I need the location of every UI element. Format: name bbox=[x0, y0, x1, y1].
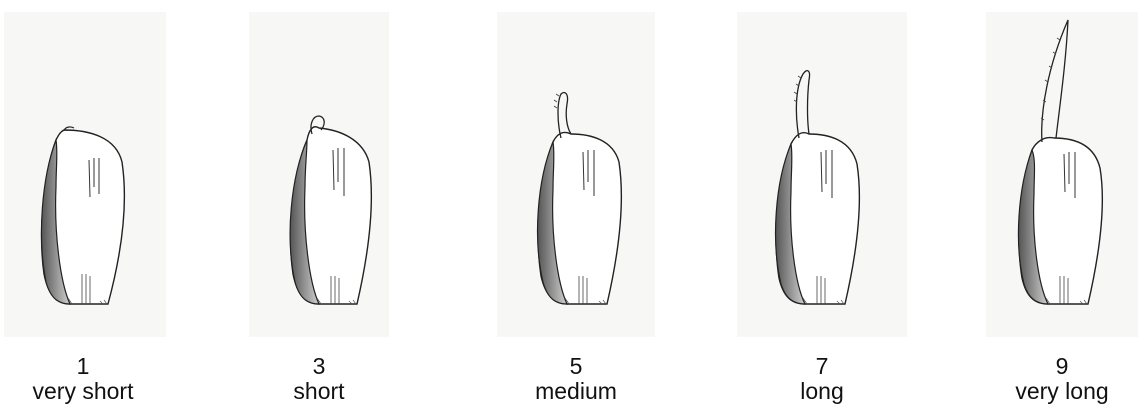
stage-very-short: 1 very short bbox=[0, 0, 230, 418]
stage-medium: 5 medium bbox=[494, 0, 724, 418]
grain-illustration bbox=[737, 12, 907, 337]
stage-score: 7 bbox=[737, 354, 907, 379]
stage-caption: 9 very long bbox=[984, 354, 1140, 404]
stage-label: long bbox=[737, 379, 907, 404]
grain-illustration bbox=[497, 12, 655, 337]
stage-label: medium bbox=[494, 379, 658, 404]
grain-illustration bbox=[249, 12, 389, 337]
stage-score: 5 bbox=[494, 354, 658, 379]
stage-label: very long bbox=[984, 379, 1140, 404]
grain-short-drawing bbox=[249, 12, 389, 337]
stage-label: very short bbox=[0, 379, 166, 404]
stage-caption: 3 short bbox=[246, 354, 392, 404]
grain-very-long-drawing bbox=[986, 12, 1138, 337]
stage-caption: 5 medium bbox=[494, 354, 658, 404]
stage-caption: 7 long bbox=[737, 354, 907, 404]
grain-medium-drawing bbox=[497, 12, 655, 337]
stage-score: 9 bbox=[984, 354, 1140, 379]
grain-illustration bbox=[4, 12, 166, 337]
stage-score: 1 bbox=[0, 354, 166, 379]
grain-long-drawing bbox=[737, 12, 907, 337]
stage-score: 3 bbox=[246, 354, 392, 379]
stage-very-long: 9 very long bbox=[984, 0, 1144, 418]
grain-illustration bbox=[986, 12, 1138, 337]
grain-very-short-drawing bbox=[4, 12, 166, 337]
stage-long: 7 long bbox=[737, 0, 967, 418]
stage-label: short bbox=[246, 379, 392, 404]
stage-short: 3 short bbox=[246, 0, 476, 418]
stage-caption: 1 very short bbox=[0, 354, 166, 404]
